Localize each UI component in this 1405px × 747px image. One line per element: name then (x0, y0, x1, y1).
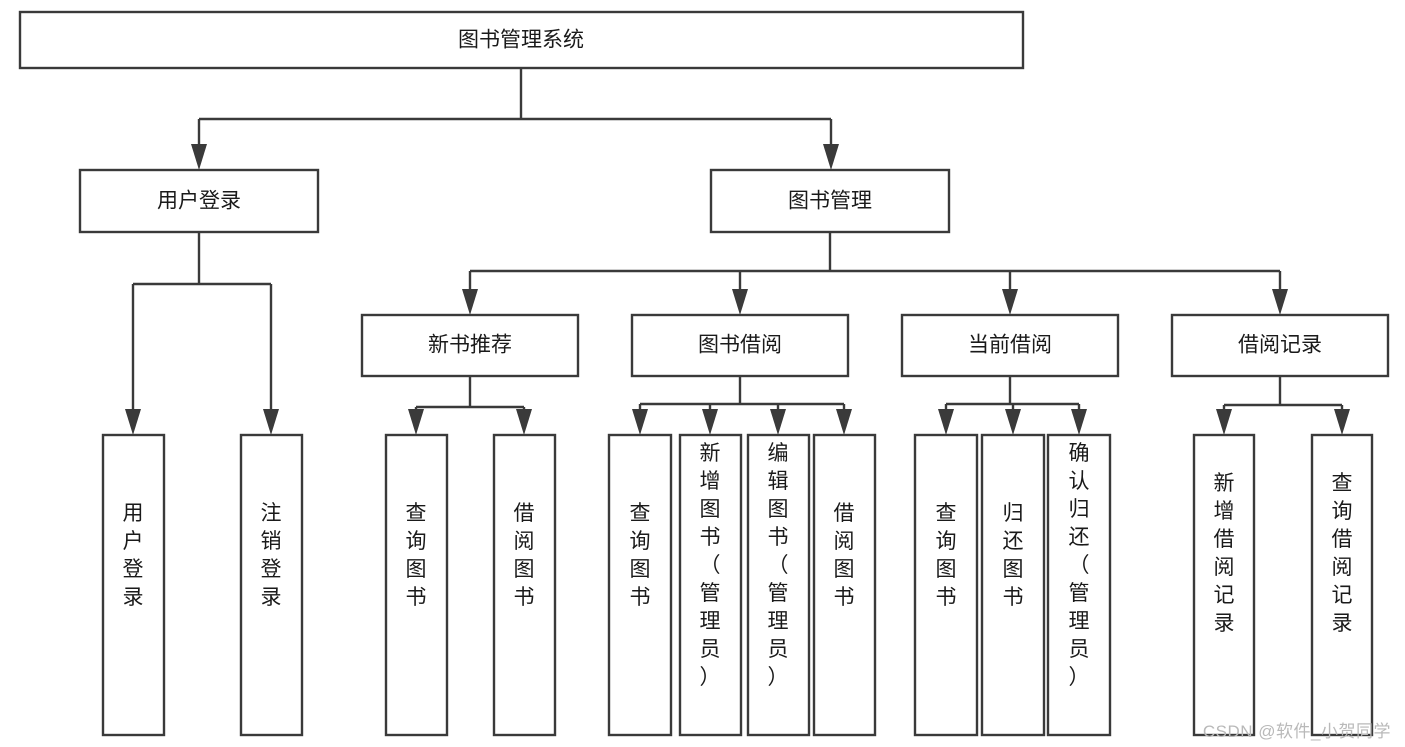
arrowhead-to-leaf-borrow-book-2 (836, 409, 852, 435)
node-new-book-recommend[interactable]: 新书推荐 (360, 313, 580, 378)
node-root-label: 图书管理系统 (458, 29, 584, 52)
node-leaf-borrow-book-2-box[interactable] (812, 433, 877, 737)
node-user-login[interactable]: 用户登录 (78, 168, 320, 234)
connector-borrow-record-trunk (1222, 376, 1344, 412)
node-leaf-user-logout[interactable]: 注销登录 (239, 433, 304, 737)
node-leaf-borrow-book-2-label: 借阅图书 (834, 502, 855, 609)
node-leaf-query-record-label: 查询借阅记录 (1332, 472, 1353, 635)
node-leaf-return-book[interactable]: 归还图书 (980, 433, 1046, 737)
node-leaf-confirm-return-label: 确认归还（管理员） (1069, 442, 1090, 689)
node-leaf-edit-book-box[interactable] (746, 433, 811, 737)
node-borrow-record-box[interactable] (1170, 313, 1390, 378)
node-leaf-query-record-box[interactable] (1310, 433, 1374, 737)
node-leaf-query-book-2-label: 查询图书 (630, 502, 651, 609)
connector-root-trunk (197, 69, 833, 150)
node-leaf-user-login-box[interactable] (101, 433, 166, 737)
connector-book-borrow-trunk (638, 376, 846, 410)
node-book-borrow[interactable]: 图书借阅 (630, 313, 850, 378)
node-leaf-query-book-1-box[interactable] (384, 433, 449, 737)
node-leaf-borrow-book-1-box[interactable] (492, 433, 557, 737)
arrowhead-to-leaf-query-record (1334, 409, 1350, 435)
node-leaf-add-book-label: 新增图书（管理员） (700, 442, 721, 689)
connector-book-manage-trunk (468, 233, 1282, 292)
node-leaf-return-book-label: 归还图书 (1003, 502, 1024, 609)
arrowhead-to-leaf-query-book-2 (632, 409, 648, 435)
arrowhead-to-leaf-confirm-return (1071, 409, 1087, 435)
node-leaf-add-record-box[interactable] (1192, 433, 1256, 737)
node-leaf-user-logout-label: 注销登录 (261, 502, 282, 609)
node-book-manage-box[interactable] (709, 168, 951, 234)
node-leaf-query-book-1-label: 查询图书 (406, 502, 427, 609)
node-current-borrow[interactable]: 当前借阅 (900, 313, 1120, 378)
node-leaf-borrow-book-2[interactable]: 借阅图书 (812, 433, 877, 737)
node-root[interactable]: 图书管理系统 (18, 10, 1025, 70)
node-current-borrow-box[interactable] (900, 313, 1120, 378)
arrowhead-to-current-borrow (1002, 289, 1018, 315)
arrowhead-to-user-login (191, 144, 207, 170)
node-book-manage-label: 图书管理 (788, 190, 872, 213)
arrowhead-to-leaf-user-login (125, 409, 141, 435)
node-leaf-user-logout-box[interactable] (239, 433, 304, 737)
arrowhead-to-leaf-edit-book (770, 409, 786, 435)
node-leaf-user-login-label: 用户登录 (123, 502, 144, 609)
connector-current-borrow-trunk (944, 376, 1081, 410)
arrowhead-to-book-borrow (732, 289, 748, 315)
watermark-text: CSDN @软件_小贺同学 (1202, 722, 1391, 741)
node-leaf-query-book-3-box[interactable] (913, 433, 979, 737)
node-book-borrow-box[interactable] (630, 313, 850, 378)
arrowhead-to-book-manage (823, 144, 839, 170)
arrowhead-to-new-book-recommend (462, 289, 478, 315)
node-leaf-query-book-1[interactable]: 查询图书 (384, 433, 449, 737)
connector-user-login-trunk (131, 233, 273, 410)
node-leaf-user-login[interactable]: 用户登录 (101, 433, 166, 737)
node-leaf-borrow-book-1[interactable]: 借阅图书 (492, 433, 557, 737)
node-new-book-recommend-box[interactable] (360, 313, 580, 378)
connector-new-book-recommend-trunk (414, 376, 526, 412)
node-borrow-record-label: 借阅记录 (1238, 334, 1322, 357)
node-leaf-query-book-2-box[interactable] (607, 433, 673, 737)
arrowhead-to-leaf-borrow-book-1 (516, 409, 532, 435)
node-root-box[interactable] (18, 10, 1025, 70)
arrowhead-to-leaf-add-record (1216, 409, 1232, 435)
node-leaf-confirm-return-box[interactable] (1046, 433, 1112, 737)
node-leaf-borrow-book-1-label: 借阅图书 (514, 502, 535, 609)
node-leaf-query-book-2[interactable]: 查询图书 (607, 433, 673, 737)
node-leaf-edit-book[interactable]: 编辑图书（管理员） (746, 433, 811, 737)
node-user-login-label: 用户登录 (157, 190, 241, 213)
node-current-borrow-label: 当前借阅 (968, 334, 1052, 357)
node-leaf-add-record-label: 新增借阅记录 (1214, 472, 1235, 635)
node-new-book-recommend-label: 新书推荐 (428, 334, 512, 357)
node-leaf-edit-book-label: 编辑图书（管理员） (768, 442, 789, 689)
arrowhead-to-leaf-user-logout (263, 409, 279, 435)
node-book-manage[interactable]: 图书管理 (709, 168, 951, 234)
node-book-borrow-label: 图书借阅 (698, 334, 782, 357)
node-leaf-query-record[interactable]: 查询借阅记录 (1310, 433, 1374, 737)
node-user-login-box[interactable] (78, 168, 320, 234)
node-leaf-query-book-3-label: 查询图书 (936, 502, 957, 609)
node-leaf-add-record[interactable]: 新增借阅记录 (1192, 433, 1256, 737)
node-leaf-confirm-return[interactable]: 确认归还（管理员） (1046, 433, 1112, 737)
node-leaf-return-book-box[interactable] (980, 433, 1046, 737)
connector-layer (125, 69, 1350, 435)
node-leaf-query-book-3[interactable]: 查询图书 (913, 433, 979, 737)
node-leaf-add-book-box[interactable] (678, 433, 743, 737)
node-leaf-add-book[interactable]: 新增图书（管理员） (678, 433, 743, 737)
arrowhead-to-leaf-add-book (702, 409, 718, 435)
arrowhead-to-leaf-query-book-3 (938, 409, 954, 435)
arrowhead-to-leaf-query-book-1 (408, 409, 424, 435)
arrowhead-to-borrow-record (1272, 289, 1288, 315)
node-borrow-record[interactable]: 借阅记录 (1170, 313, 1390, 378)
arrowhead-to-leaf-return-book (1005, 409, 1021, 435)
